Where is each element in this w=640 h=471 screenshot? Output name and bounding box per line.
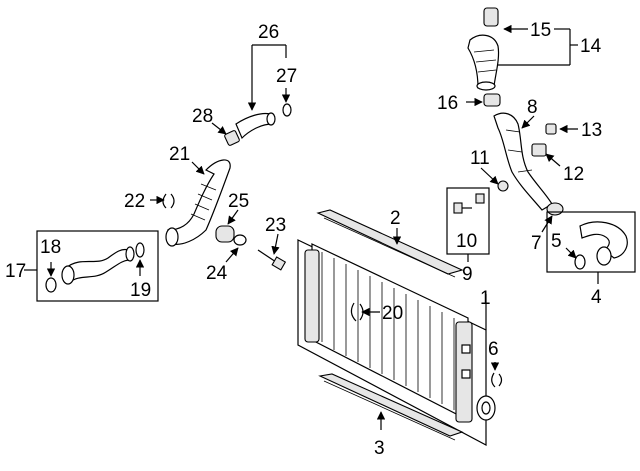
callout-15: 15	[530, 20, 551, 41]
box-17	[36, 230, 159, 302]
clamp-28	[224, 130, 240, 146]
upper-air-guide	[316, 209, 464, 275]
callout-23: 23	[265, 215, 286, 236]
callout-13: 13	[581, 120, 602, 141]
bolt-23	[257, 249, 287, 271]
lower-air-guide	[318, 373, 464, 437]
bolts-10	[453, 193, 485, 214]
callout-19: 19	[130, 280, 151, 301]
callout-24: 24	[206, 263, 228, 284]
box-4	[546, 211, 636, 273]
callout-3: 3	[374, 438, 385, 459]
callout-18: 18	[40, 237, 61, 258]
callout-9: 9	[462, 264, 473, 285]
callout-7: 7	[531, 233, 542, 254]
callout-5: 5	[551, 231, 562, 252]
clamp-7	[546, 202, 564, 216]
callout-28: 28	[192, 106, 213, 127]
o-ring-18	[45, 277, 57, 293]
nut-11	[497, 180, 509, 192]
callout-4: 4	[591, 287, 602, 308]
callout-22: 22	[124, 191, 145, 212]
o-ring-6	[491, 372, 503, 388]
o-ring-22	[162, 193, 175, 209]
bushing-24	[233, 234, 247, 246]
callout-8: 8	[527, 97, 538, 118]
clamp-15	[483, 7, 499, 27]
o-ring-19	[135, 242, 145, 258]
callout-10: 10	[456, 231, 477, 252]
callout-1: 1	[480, 288, 491, 309]
callout-12: 12	[563, 164, 584, 185]
callout-6: 6	[488, 339, 499, 360]
o-ring-27	[282, 103, 292, 117]
callout-16: 16	[437, 93, 458, 114]
callout-2: 2	[390, 208, 401, 229]
clamp-16	[483, 93, 501, 107]
pipe-8	[493, 112, 553, 211]
callout-17: 17	[5, 261, 26, 282]
grommet-25	[215, 225, 235, 243]
callout-25: 25	[228, 191, 249, 212]
callout-14: 14	[580, 36, 602, 57]
callout-26: 26	[258, 22, 279, 43]
hose-17	[65, 248, 131, 284]
callout-20: 20	[382, 303, 403, 324]
bolt-13	[545, 123, 557, 135]
callout-21: 21	[169, 144, 190, 165]
intercooler-core	[297, 239, 496, 446]
sensor-12	[531, 143, 547, 157]
o-ring-5	[574, 254, 586, 270]
callout-11: 11	[470, 148, 490, 169]
hose-21	[167, 159, 231, 245]
callout-27: 27	[276, 66, 297, 87]
